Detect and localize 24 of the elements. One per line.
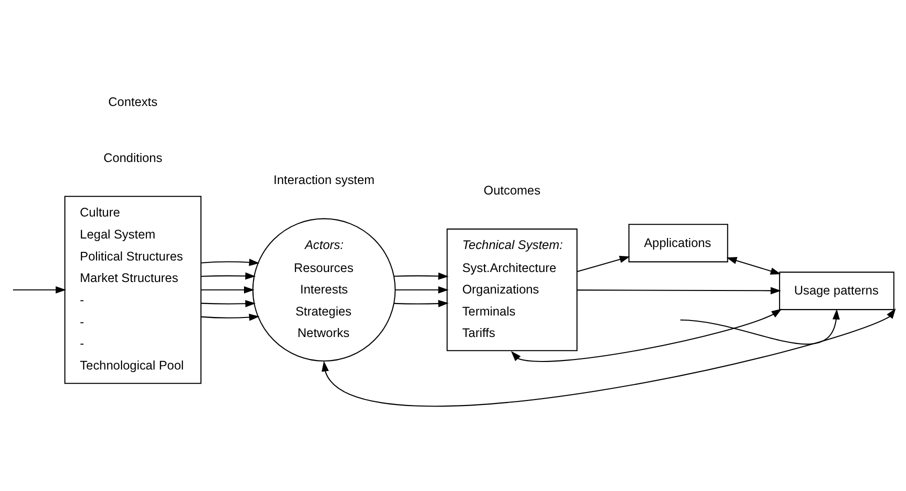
node-box: Usage patterns	[779, 272, 894, 310]
arrow	[201, 272, 256, 280]
arrow	[576, 256, 630, 272]
node-box: Applications	[628, 224, 728, 262]
arrow	[13, 286, 66, 294]
arrow	[395, 286, 449, 294]
arrow	[322, 308, 896, 406]
label: Contexts	[108, 95, 158, 110]
node-box: Culture Legal System Political Structures Market Structures - - - Technological Pool	[64, 196, 202, 384]
arrow	[577, 287, 782, 294]
label: Conditions	[103, 151, 162, 166]
label: Interaction system	[274, 172, 375, 187]
arrow	[201, 314, 260, 321]
arrow	[394, 272, 449, 280]
arrow	[201, 286, 254, 294]
arrow	[201, 258, 260, 266]
arrow	[511, 308, 782, 362]
arrow	[394, 300, 449, 308]
arrow	[726, 257, 781, 275]
node-circle: Actors: Resources Interests Strategies Networks	[252, 218, 396, 362]
node-box: Technical System: Syst.Architecture Organizations Terminals Tariffs	[446, 228, 578, 352]
arrow	[201, 300, 256, 308]
arrow	[680, 309, 840, 345]
label: Outcomes	[484, 183, 540, 198]
